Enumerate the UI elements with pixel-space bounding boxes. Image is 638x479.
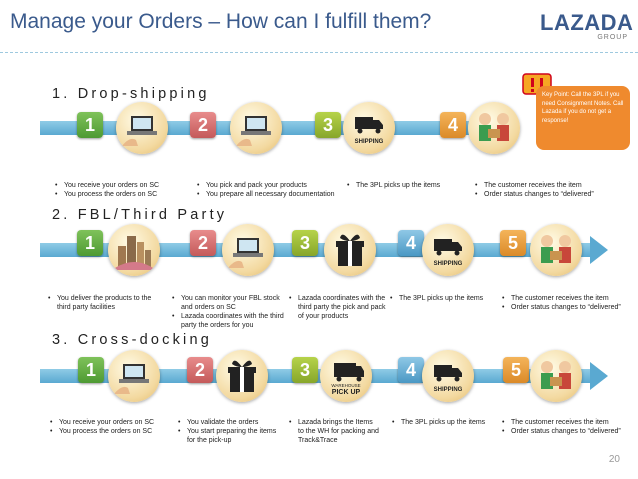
step-description: You receive your orders on SC You proces… [55, 181, 185, 199]
warehouse-label: WAREHOUSE [331, 383, 360, 388]
bullet: You validate the orders [178, 418, 286, 427]
bullet: You process the orders on SC [50, 427, 172, 436]
gift-box-icon [324, 224, 376, 276]
step-description: The customer receives the item Order sta… [502, 294, 632, 312]
section-title-drop-shipping: 1. Drop-shipping [52, 86, 210, 102]
bullet: Order status changes to “delivered” [475, 190, 605, 199]
bullet: You receive your orders on SC [55, 181, 185, 190]
step-number: 2 [187, 357, 213, 383]
bullet: You can monitor your FBL stock and order… [172, 294, 284, 312]
bullet: Order status changes to “delivered” [502, 427, 632, 436]
bullet: You pick and pack your products [197, 181, 337, 190]
shipping-label: SHIPPING [355, 139, 384, 145]
buildings-icon [108, 224, 160, 276]
step-number: 2 [190, 112, 216, 138]
step-description: The 3PL picks up the items [347, 181, 467, 190]
customer-receiving-icon [530, 350, 582, 402]
bullet: You receive your orders on SC [50, 418, 172, 427]
bullet: Lazada coordinates with the third party … [289, 294, 391, 321]
step-description: The 3PL picks up the items [390, 294, 500, 303]
bullet: The 3PL picks up the items [347, 181, 467, 190]
step-description: Lazada brings the Items to the WH for pa… [289, 418, 379, 445]
header-divider [0, 52, 638, 53]
step-number: 3 [315, 112, 341, 138]
bullet: Lazada coordinates with the third party … [172, 312, 284, 330]
bullet: You prepare all necessary documentation [197, 190, 337, 199]
lazada-logo: LAZADA GROUP [540, 10, 634, 44]
step-description: You pick and pack your products You prep… [197, 181, 337, 199]
section-title-fbl-third-party: 2. FBL/Third Party [52, 207, 228, 223]
shipping-truck-icon: SHIPPING [422, 350, 474, 402]
shipping-label: SHIPPING [434, 387, 463, 393]
shipping-truck-icon: SHIPPING [343, 102, 395, 154]
step-description: The 3PL picks up the items [392, 418, 502, 427]
bullet: Lazada brings the Items to the WH for pa… [289, 418, 379, 445]
bullet: You deliver the products to the third pa… [48, 294, 160, 312]
laptop-icon [116, 102, 168, 154]
logo-word: LAZADA [540, 10, 634, 35]
bullet: The customer receives the item [475, 181, 605, 190]
section-title-cross-docking: 3. Cross-docking [52, 332, 212, 348]
step-description: You can monitor your FBL stock and order… [172, 294, 284, 330]
step-description: You receive your orders on SC You proces… [50, 418, 172, 436]
step-number: 5 [500, 230, 526, 256]
gift-box-icon [216, 350, 268, 402]
laptop-icon [222, 224, 274, 276]
bullet: The 3PL picks up the items [392, 418, 502, 427]
step-number: 5 [503, 357, 529, 383]
bullet: The customer receives the item [502, 294, 632, 303]
step-number: 1 [77, 112, 103, 138]
laptop-icon [108, 350, 160, 402]
step-number: 3 [292, 230, 318, 256]
step-number: 4 [398, 357, 424, 383]
step-number: 4 [440, 112, 466, 138]
step-description: The customer receives the item Order sta… [475, 181, 605, 199]
step-number: 2 [190, 230, 216, 256]
bullet: You start preparing the items for the pi… [178, 427, 286, 445]
step-number: 1 [78, 357, 104, 383]
page-number: 20 [608, 454, 620, 465]
bullet: You process the orders on SC [55, 190, 185, 199]
customer-receiving-icon [468, 102, 520, 154]
customer-receiving-icon [530, 224, 582, 276]
step-number: 4 [398, 230, 424, 256]
key-point-callout: Key Point: Call the 3PL if you need Cons… [536, 86, 630, 150]
step-description: You validate the orders You start prepar… [178, 418, 286, 445]
laptop-icon [230, 102, 282, 154]
shipping-truck-icon: SHIPPING [422, 224, 474, 276]
bullet: The 3PL picks up the items [390, 294, 500, 303]
flow-arrow-head [590, 236, 608, 264]
bullet: Order status changes to “delivered” [502, 303, 632, 312]
step-number: 3 [292, 357, 318, 383]
pickup-label: PICK UP [332, 389, 361, 396]
flow-arrow-head [590, 362, 608, 390]
page-title: Manage your Orders – How can I fulfill t… [10, 10, 432, 33]
bullet: The customer receives the item [502, 418, 632, 427]
step-description: Lazada coordinates with the third party … [289, 294, 391, 321]
step-description: You deliver the products to the third pa… [48, 294, 160, 312]
step-description: The customer receives the item Order sta… [502, 418, 632, 436]
shipping-label: SHIPPING [434, 261, 463, 267]
step-number: 1 [77, 230, 103, 256]
logo-sub: GROUP [597, 34, 628, 41]
